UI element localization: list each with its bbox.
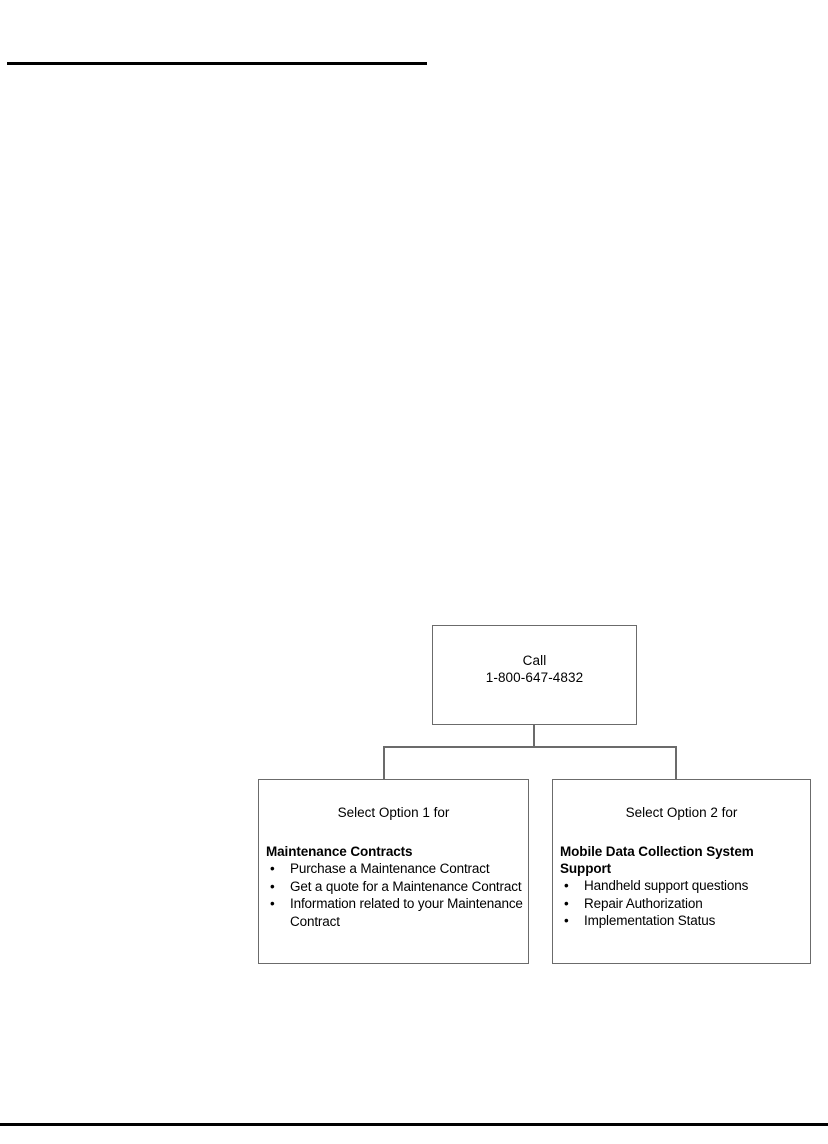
call-label: Call [522,653,547,668]
list-item-label: Information related to your Maintenance … [290,896,523,929]
list-item: • Repair Authorization [560,895,805,913]
list-item-label: Get a quote for a Maintenance Contract [290,878,522,894]
option-2-title: Mobile Data Collection System Support [560,844,754,876]
list-item: • Information related to your Maintenance… [266,895,523,930]
connector-horizontal-bar [383,746,677,748]
list-item-label: Purchase a Maintenance Contract [290,861,490,876]
call-phone-number: 1-800-647-4832 [485,670,584,685]
footer-divider-rule [0,1123,828,1126]
connector-stem [533,724,535,748]
list-item-label: Repair Authorization [584,895,703,911]
option-2-body: Mobile Data Collection System Support • H… [553,843,810,930]
option-2-list: • Handheld support questions • Repair Auth… [560,877,805,930]
header-divider-rule [7,62,427,65]
option-2-node: Select Option 2 for Mobile Data Collecti… [552,779,811,964]
list-item: • Get a quote for a Maintenance Contract [266,878,523,896]
connector-to-option-2 [675,746,677,780]
list-item-label: Implementation Status [584,913,716,928]
connector-to-option-1 [383,746,385,780]
call-node: Call 1-800-647-4832 [432,625,637,725]
bullet-icon: • [270,878,275,894]
list-item: • Purchase a Maintenance Contract [266,860,523,878]
option-1-list: • Purchase a Maintenance Contract • Get a … [266,860,523,930]
option-2-heading: Select Option 2 for [625,805,738,820]
list-item: • Implementation Status [560,912,805,930]
option-1-body: Maintenance Contracts • Purchase a Mainte… [259,843,528,930]
option-1-title: Maintenance Contracts [266,844,413,859]
bullet-icon: • [270,861,275,876]
list-item: • Handheld support questions [560,877,805,895]
option-1-node: Select Option 1 for Maintenance Contract… [258,779,529,964]
bullet-icon: • [564,895,569,911]
call-node-content: Call 1-800-647-4832 [433,626,636,686]
bullet-icon: • [270,896,275,911]
bullet-icon: • [564,878,569,893]
option-1-heading: Select Option 1 for [337,805,450,820]
list-item-label: Handheld support questions [584,878,749,893]
bullet-icon: • [564,913,569,928]
